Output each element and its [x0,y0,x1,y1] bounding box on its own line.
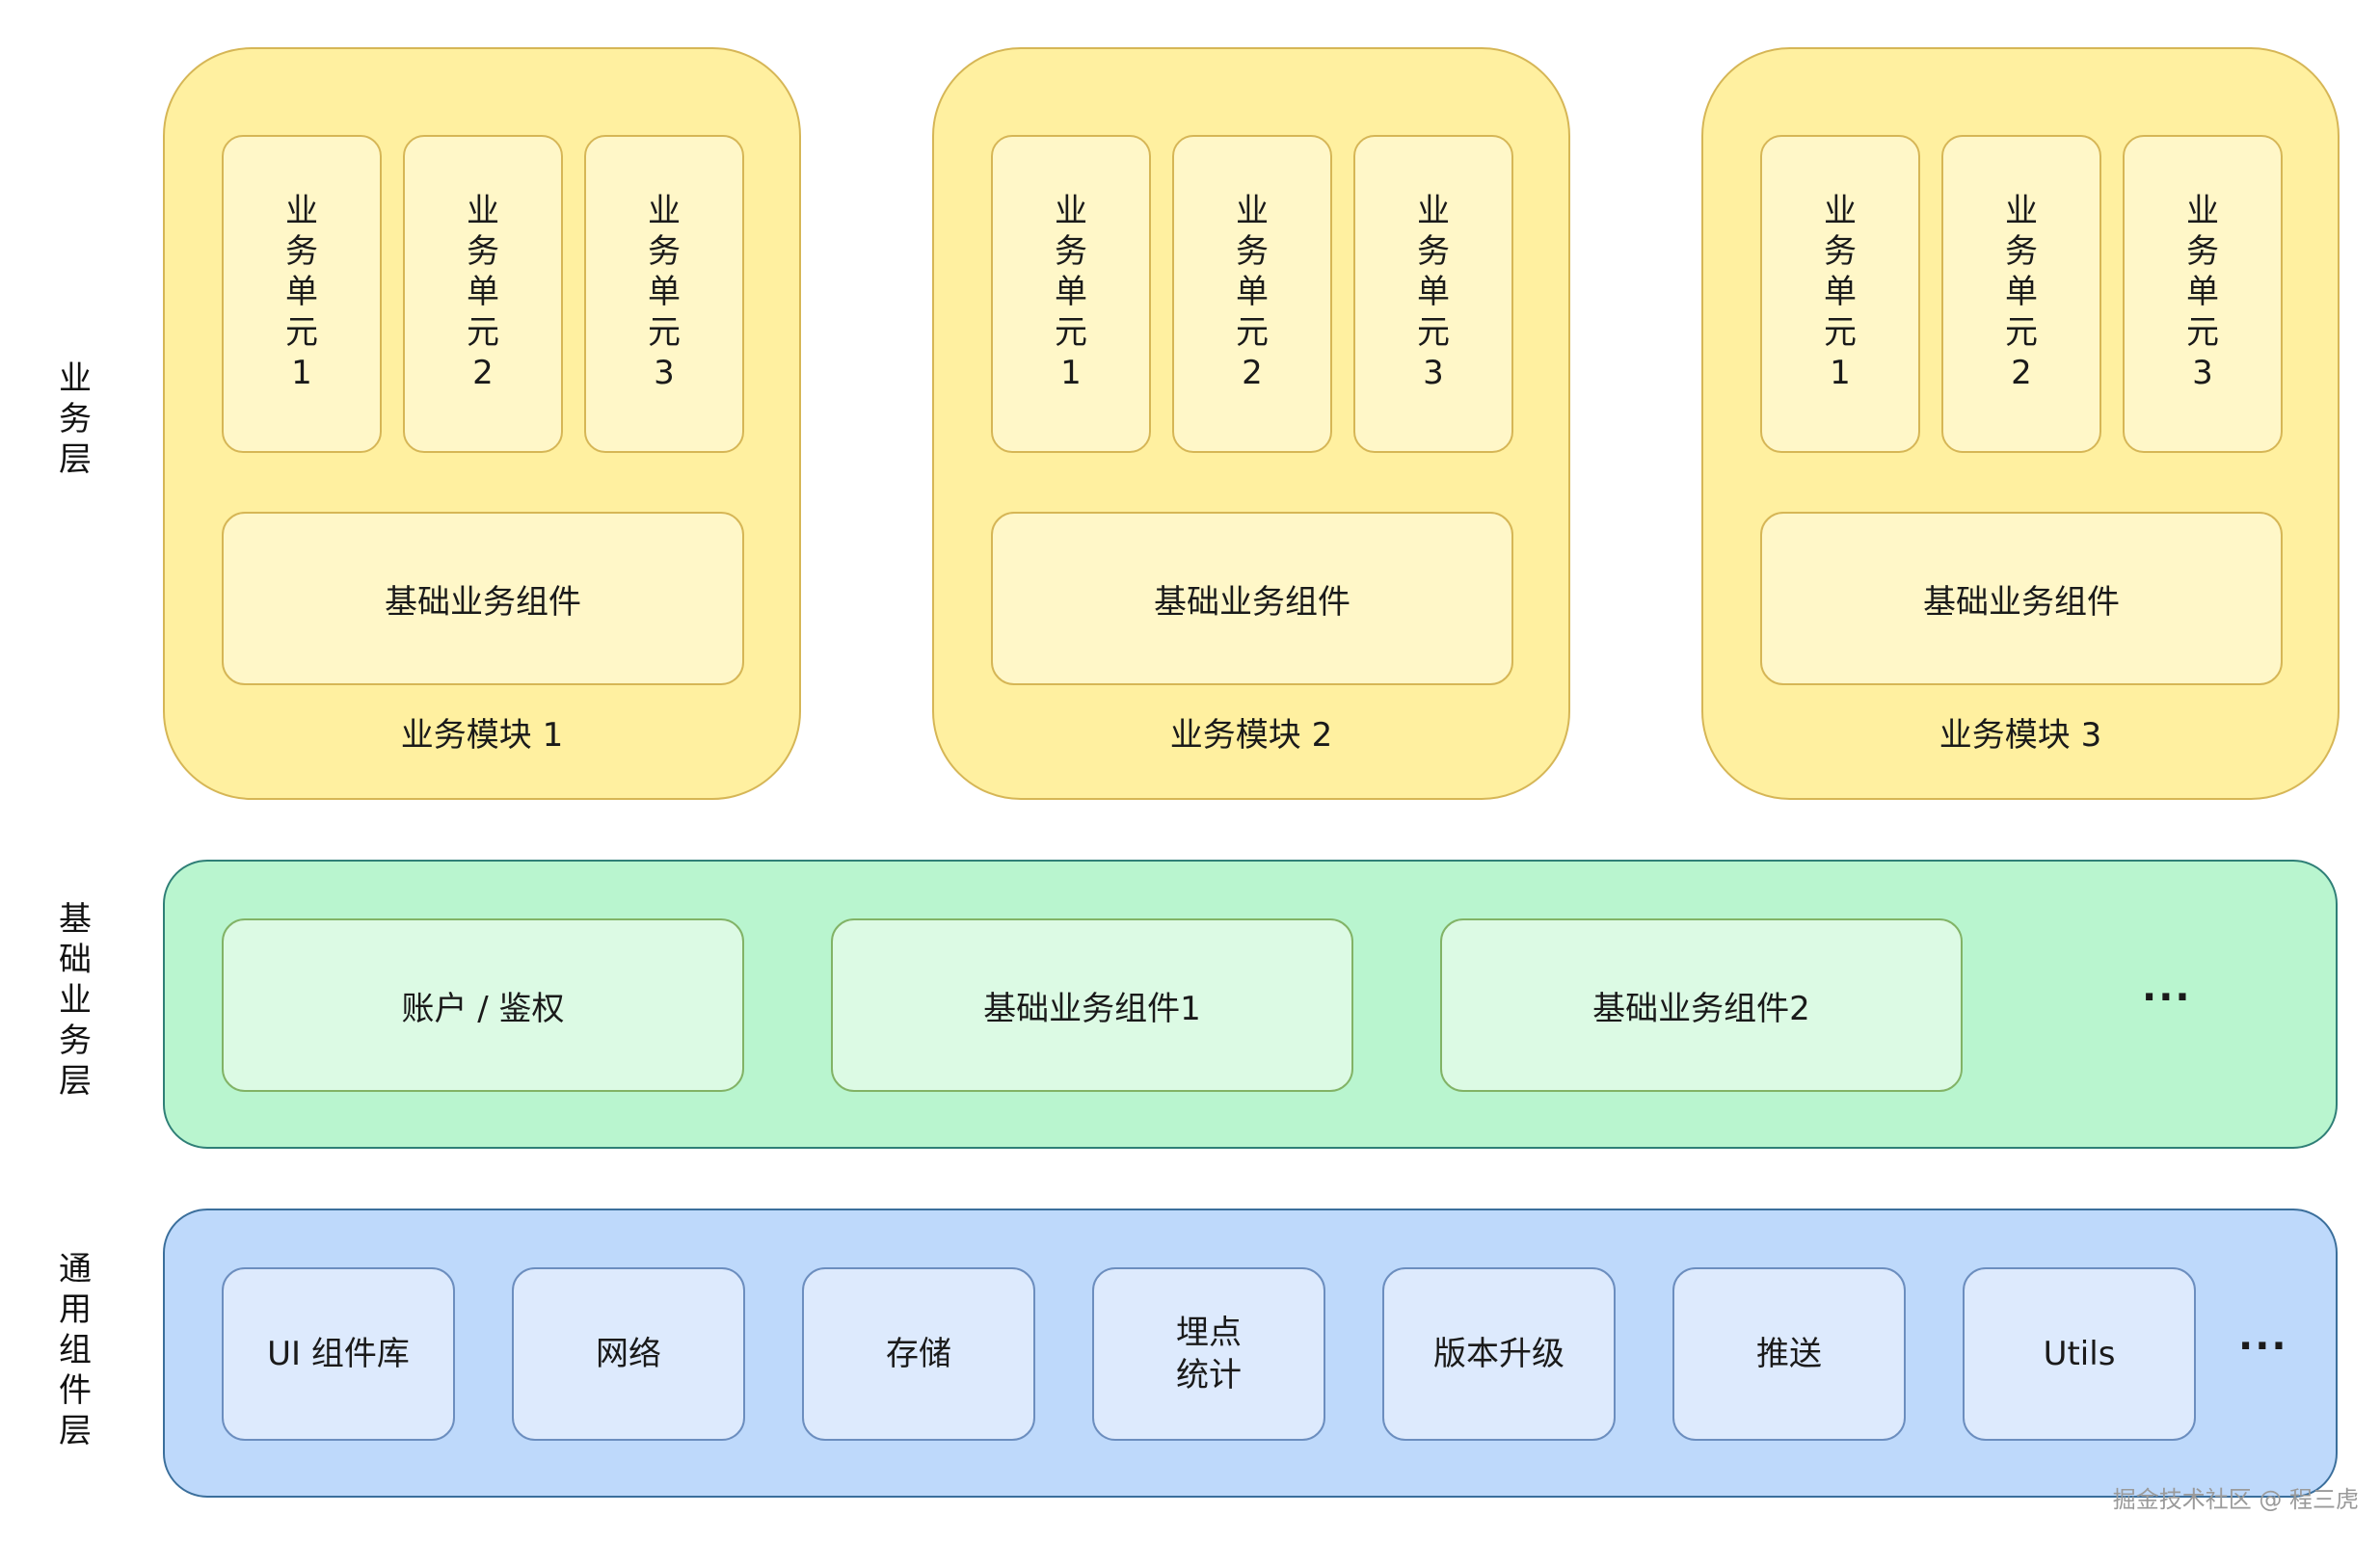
base-business-component-1: 基础业务组件1 [831,918,1353,1092]
business-unit-3: 业 务 单 元 3 [1353,135,1513,453]
storage-component: 存储 [802,1267,1035,1441]
business-unit-2: 业 务 单 元 2 [1172,135,1332,453]
tracking-stats-component: 埋点 统计 [1092,1267,1325,1441]
business-unit-label: 业 务 单 元 2 [467,192,499,392]
more-ellipsis: ··· [2142,975,2192,1020]
utils-component: Utils [1963,1267,2196,1441]
push-component: 推送 [1672,1267,1906,1441]
base-business-component-2: 基础业务组件2 [1440,918,1963,1092]
watermark: 掘金技术社区 @ 程三虎 [2112,1486,2359,1513]
business-unit-label: 业 务 单 元 3 [2186,192,2219,392]
module-base-component: 基础业务组件 [991,512,1513,685]
business-unit-2: 业 务 单 元 2 [1941,135,2101,453]
business-unit-2: 业 务 单 元 2 [403,135,563,453]
version-upgrade-component: 版本升级 [1382,1267,1616,1441]
module-base-component: 基础业务组件 [222,512,744,685]
business-unit-label: 业 务 单 元 1 [285,192,318,392]
base-business-layer-label: 基 础 业 务 层 [59,900,92,1101]
business-unit-3: 业 务 单 元 3 [584,135,744,453]
module-base-component: 基础业务组件 [1760,512,2283,685]
module-title: 业务模块 3 [1939,716,2102,755]
module-title: 业务模块 2 [1169,716,1333,755]
common-component-layer-label: 通 用 组 件 层 [59,1250,92,1450]
business-unit-1: 业 务 单 元 1 [991,135,1151,453]
business-unit-3: 业 务 单 元 3 [2123,135,2283,453]
base-business-layer: 账户 / 鉴权 基础业务组件1 基础业务组件2 ··· [163,860,2338,1149]
business-unit-label: 业 务 单 元 3 [648,192,681,392]
ui-library-component: UI 组件库 [222,1267,455,1441]
common-component-layer: UI 组件库 网络 存储 埋点 统计 版本升级 推送 Utils ··· [163,1209,2338,1498]
business-unit-label: 业 务 单 元 1 [1824,192,1857,392]
business-unit-label: 业 务 单 元 1 [1055,192,1087,392]
business-unit-label: 业 务 单 元 2 [1236,192,1269,392]
more-ellipsis: ··· [2238,1324,2288,1368]
business-unit-1: 业 务 单 元 1 [1760,135,1920,453]
business-layer-label: 业 务 层 [59,359,92,479]
module-title: 业务模块 1 [400,716,564,755]
business-unit-label: 业 务 单 元 3 [1417,192,1450,392]
business-unit-1: 业 务 单 元 1 [222,135,382,453]
business-unit-label: 业 务 单 元 2 [2005,192,2038,392]
business-module-2: 业 务 单 元 1 业 务 单 元 2 业 务 单 元 3 基础业务组件 业务模… [932,47,1570,800]
business-module-1: 业 务 单 元 1 业 务 单 元 2 业 务 单 元 3 基础业务组件 业务模… [163,47,801,800]
account-auth-component: 账户 / 鉴权 [222,918,744,1092]
business-module-3: 业 务 单 元 1 业 务 单 元 2 业 务 单 元 3 基础业务组件 业务模… [1701,47,2340,800]
network-component: 网络 [512,1267,745,1441]
